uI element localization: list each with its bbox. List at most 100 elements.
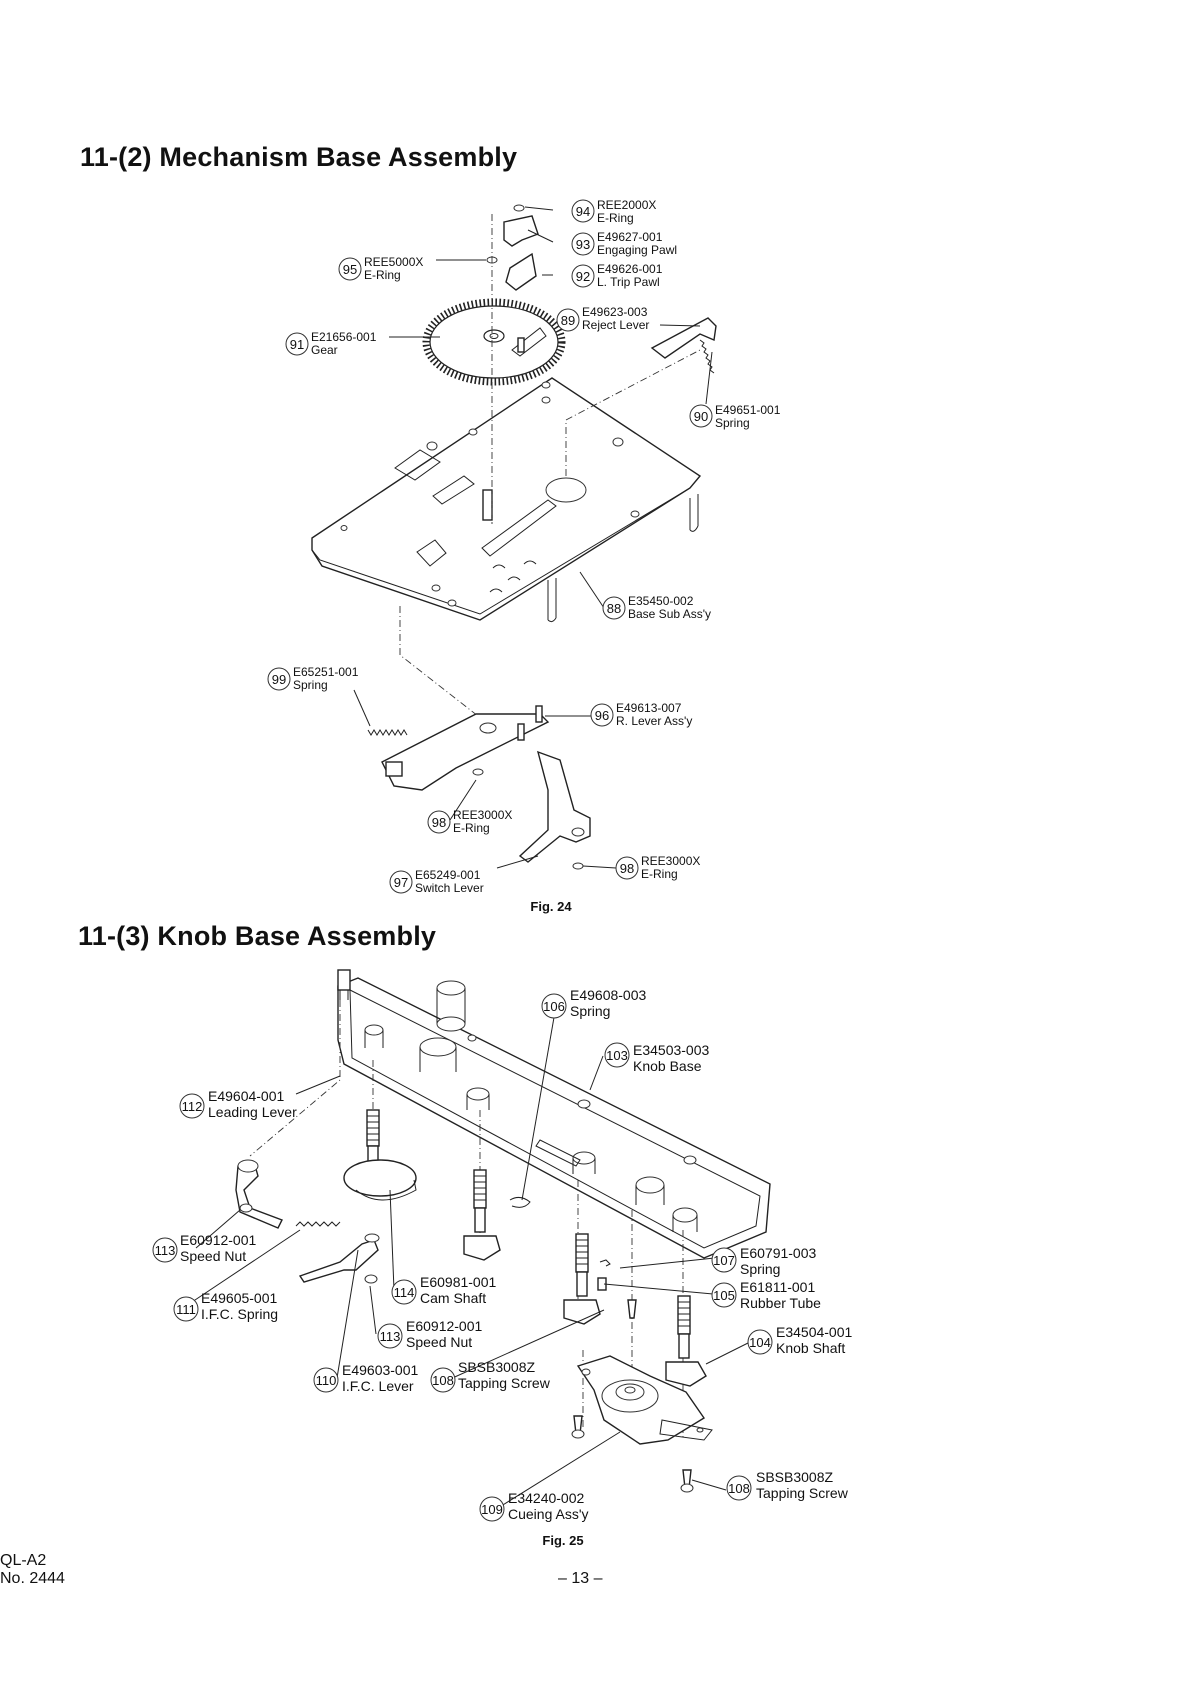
trip-pawl-part — [505, 252, 537, 291]
callout-104: 104 — [749, 1335, 771, 1350]
callout-112: 112 — [182, 1099, 203, 1114]
callout-109: 109 — [481, 1502, 503, 1517]
callout-99: 99 — [272, 672, 286, 687]
callout-103: 103 — [606, 1048, 628, 1063]
part-95-code: REE5000X — [364, 255, 423, 269]
part-108a-code: SBSB3008Z — [458, 1359, 535, 1375]
part-112-name: Leading Lever — [208, 1104, 297, 1120]
part-105-code: E61811-001 — [740, 1279, 815, 1295]
callout-97: 97 — [394, 875, 408, 890]
part-89-code: E49623-003 — [582, 305, 648, 319]
part-91-code: E21656-001 — [311, 330, 377, 344]
part-107-code: E60791-003 — [740, 1245, 817, 1261]
part-108b-name: Tapping Screw — [756, 1485, 849, 1501]
part-107-name: Spring — [740, 1261, 780, 1277]
part-108a-name: Tapping Screw — [458, 1375, 551, 1391]
part-109-name: Cueing Ass'y — [508, 1506, 589, 1522]
callout-108b: 108 — [728, 1481, 750, 1496]
r-lever-part — [381, 713, 550, 791]
leading-lever-part — [235, 1161, 283, 1229]
knob-shaft-1 — [463, 1169, 501, 1261]
fig24-callouts: 94 93 95 92 89 91 90 88 99 96 98 97 98 — [267, 199, 713, 894]
part-94-code: REE2000X — [597, 198, 656, 212]
fig25-drawing — [185, 969, 771, 1509]
callout-93: 93 — [576, 237, 590, 252]
knob-shaft-104 — [665, 1295, 707, 1387]
part-98a-name: E-Ring — [453, 821, 490, 835]
reject-lever-part — [650, 317, 717, 359]
part-88-name: Base Sub Ass'y — [628, 607, 711, 621]
section-title-knob-base: 11-(3) Knob Base Assembly — [78, 921, 437, 951]
part-110-name: I.F.C. Lever — [342, 1378, 414, 1394]
part-108b-code: SBSB3008Z — [756, 1469, 833, 1485]
part-92-code: E49626-001 — [597, 262, 663, 276]
part-99-code: E65251-001 — [293, 665, 359, 679]
part-103-code: E34503-003 — [633, 1042, 710, 1058]
callout-88: 88 — [607, 601, 621, 616]
part-90-name: Spring — [715, 416, 750, 430]
part-110-code: E49603-001 — [342, 1362, 419, 1378]
cam-shaft-part — [343, 1109, 417, 1201]
part-99-name: Spring — [293, 678, 328, 692]
callout-111: 111 — [176, 1302, 196, 1317]
part-89-name: Reject Lever — [582, 318, 649, 332]
callout-107: 107 — [713, 1253, 735, 1268]
switch-lever-part — [518, 750, 591, 863]
callout-113a: 113 — [155, 1243, 176, 1258]
footer-page-number: – 13 – — [558, 1570, 603, 1587]
callout-108a: 108 — [432, 1373, 454, 1388]
part-97-code: E65249-001 — [415, 868, 481, 882]
engaging-pawl-part — [503, 215, 539, 247]
part-94-name: E-Ring — [597, 211, 634, 225]
part-113b-code: E60912-001 — [406, 1318, 483, 1334]
part-97-name: Switch Lever — [415, 881, 484, 895]
part-112-code: E49604-001 — [208, 1088, 285, 1104]
part-98b-code: REE3000X — [641, 854, 700, 868]
callout-89: 89 — [561, 313, 575, 328]
fig25-callouts: 106 103 112 113 107 105 114 111 113 104 … — [152, 993, 773, 1522]
part-109-code: E34240-002 — [508, 1490, 585, 1506]
part-106-name: Spring — [570, 1003, 610, 1019]
cueing-assy-part — [576, 1355, 713, 1445]
part-91-name: Gear — [311, 343, 338, 357]
callout-113b: 113 — [380, 1329, 401, 1344]
part-111-name: I.F.C. Spring — [201, 1306, 278, 1322]
part-93-code: E49627-001 — [597, 230, 663, 244]
callout-94: 94 — [576, 204, 590, 219]
part-90-code: E49651-001 — [715, 403, 781, 417]
part-105-name: Rubber Tube — [740, 1295, 821, 1311]
callout-106: 106 — [543, 999, 565, 1014]
fig24-labels: REE2000X E-Ring E49627-001 Engaging Pawl… — [293, 198, 781, 914]
section-title-mechanism-base: 11-(2) Mechanism Base Assembly — [80, 142, 518, 172]
fig24-drawing — [311, 204, 717, 870]
part-104-code: E34504-001 — [776, 1324, 853, 1340]
knob-shaft-2 — [563, 1233, 601, 1325]
gear-91 — [422, 298, 566, 386]
ifc-lever-part — [298, 1239, 379, 1283]
part-106-code: E49608-003 — [570, 987, 647, 1003]
callout-105: 105 — [713, 1288, 735, 1303]
part-98b-name: E-Ring — [641, 867, 678, 881]
footer-model: QL-A2 — [0, 1552, 47, 1569]
part-113a-name: Speed Nut — [180, 1248, 246, 1264]
base-cylinders — [364, 980, 698, 1232]
part-113b-name: Speed Nut — [406, 1334, 472, 1350]
part-95-name: E-Ring — [364, 268, 401, 282]
part-104-name: Knob Shaft — [776, 1340, 845, 1356]
footer-doc-number: No. 2444 — [0, 1570, 65, 1587]
part-111-code: E49605-001 — [201, 1290, 278, 1306]
part-96-code: E49613-007 — [616, 701, 682, 715]
fig24-caption: Fig. 24 — [530, 899, 572, 914]
part-93-name: Engaging Pawl — [597, 243, 677, 257]
callout-98b: 98 — [620, 861, 634, 876]
part-98a-code: REE3000X — [453, 808, 512, 822]
part-113a-code: E60912-001 — [180, 1232, 257, 1248]
part-88-code: E35450-002 — [628, 594, 694, 608]
callout-96: 96 — [595, 708, 609, 723]
callout-92: 92 — [576, 269, 590, 284]
callout-98a: 98 — [432, 815, 446, 830]
part-114-name: Cam Shaft — [420, 1290, 486, 1306]
callout-91: 91 — [290, 337, 304, 352]
base-plate — [311, 377, 702, 621]
